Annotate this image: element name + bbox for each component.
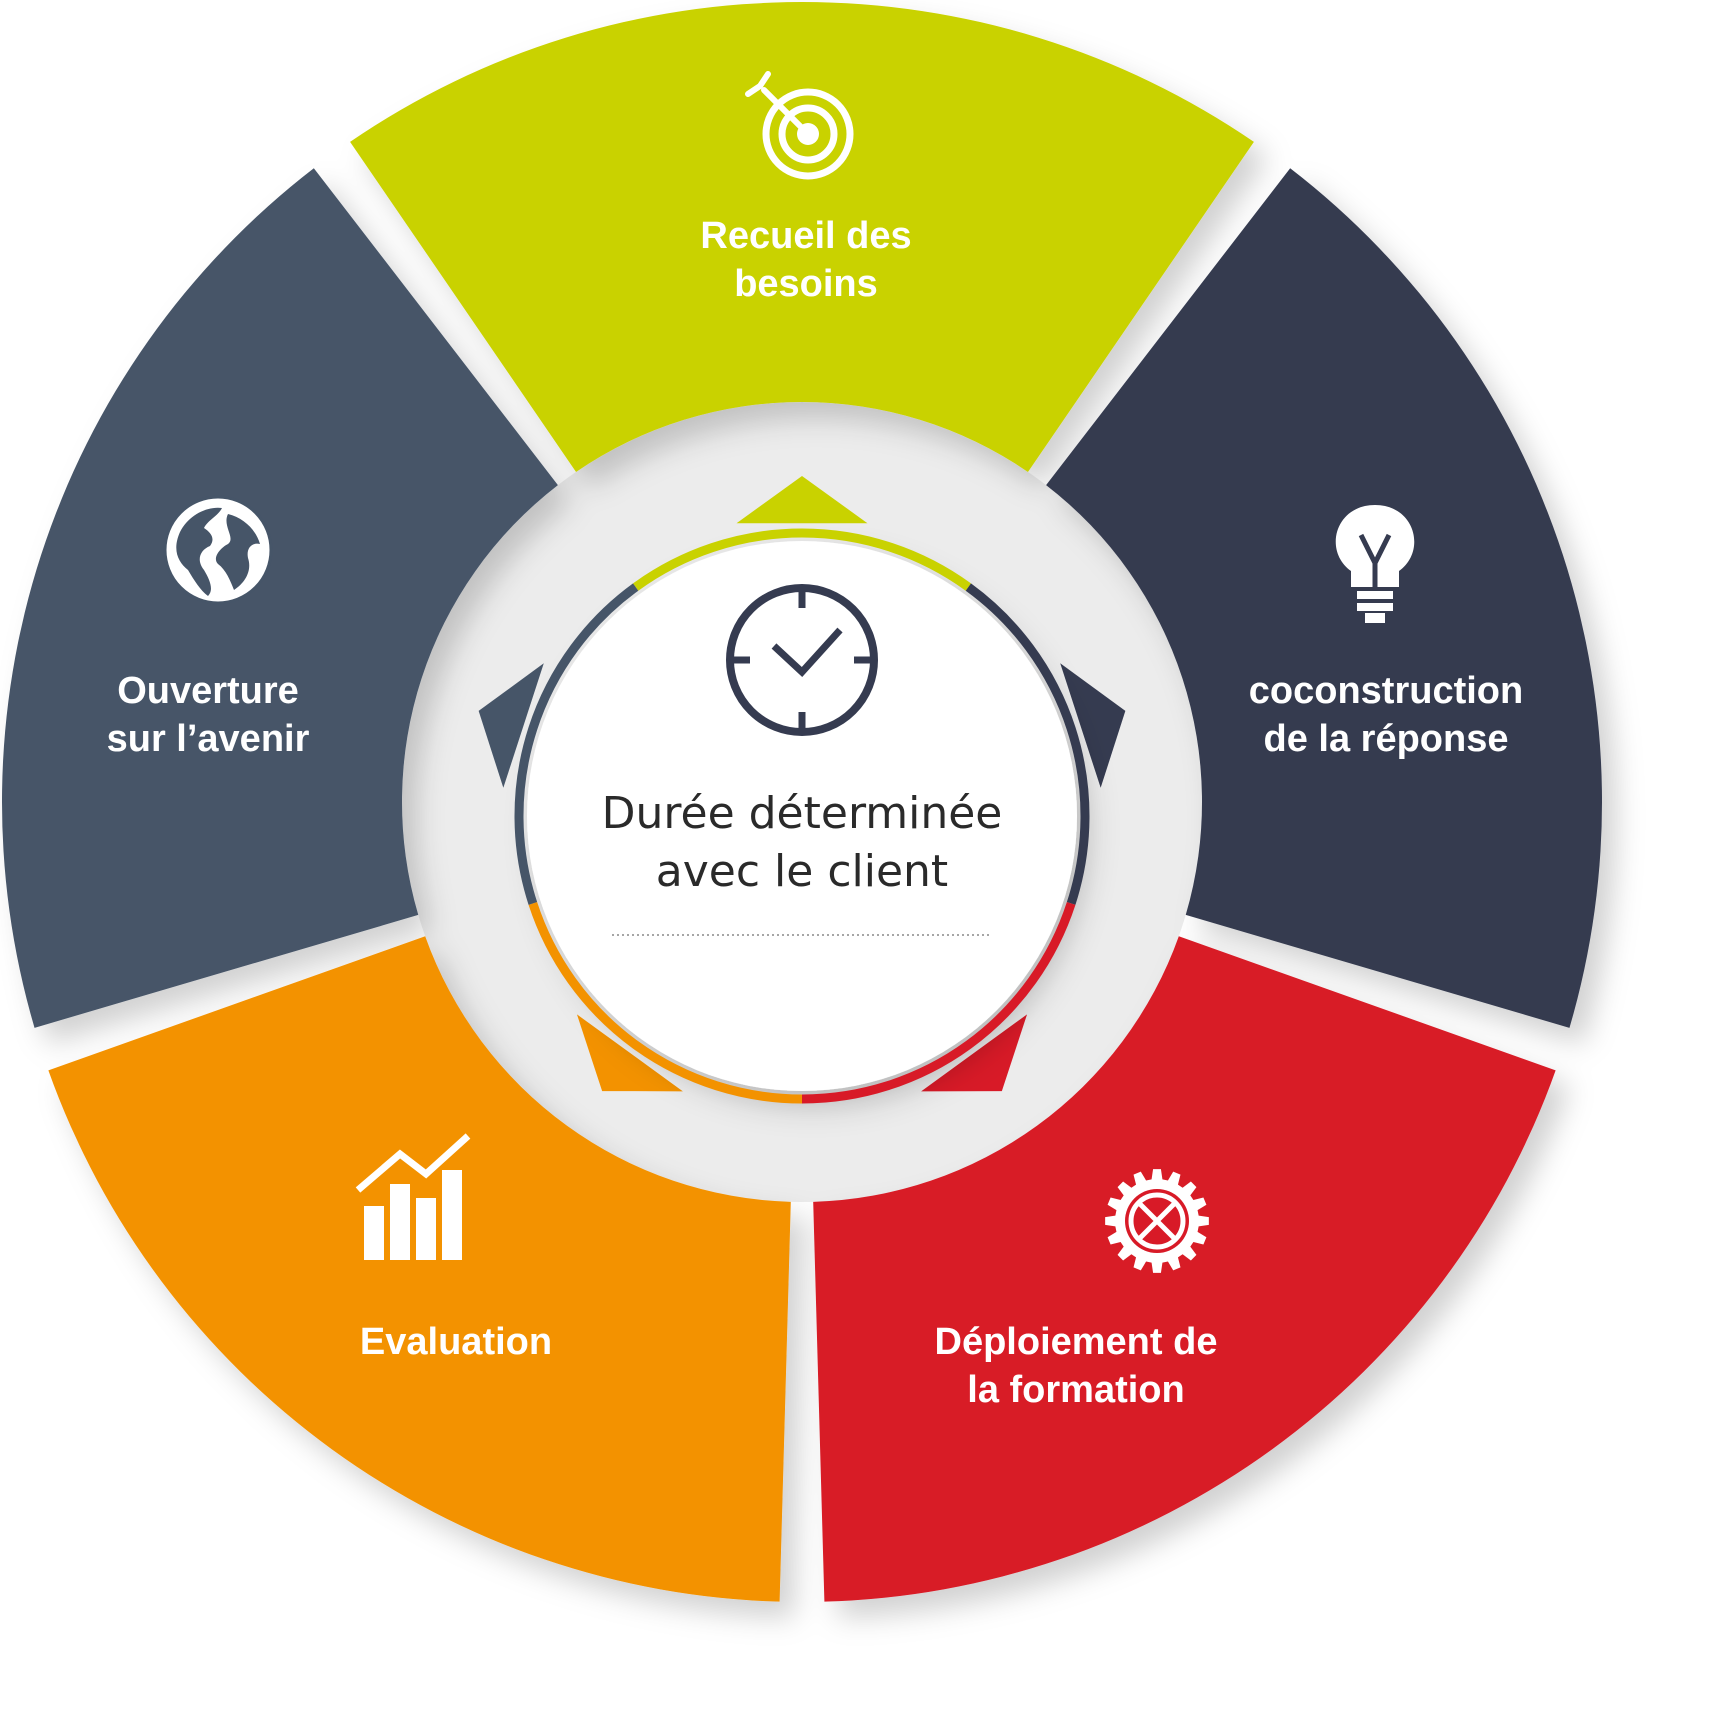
gear-ring (1128, 1192, 1186, 1250)
segment-label-recueil-line1: Recueil des (700, 215, 911, 257)
cycle-ring (2, 2, 1602, 1602)
center-hub (527, 541, 1077, 1091)
gear-spoke-1 (1137, 1201, 1177, 1241)
gear-icon (1105, 1169, 1209, 1273)
rim-arc-recueil (633, 528, 971, 591)
lightbulb-icon (1335, 505, 1415, 623)
segment-label-deploiement-line2: la formation (967, 1369, 1184, 1411)
segment-label-recueil-line2: besoins (734, 263, 878, 305)
globe-icon (163, 495, 273, 605)
star-point-evaluation (576, 1014, 683, 1092)
segment-label-deploiement-line1: Déploiement de (935, 1321, 1218, 1363)
star-point-recueil (736, 476, 868, 524)
center-title-line1: Durée déterminée (602, 788, 1003, 839)
segment-label-ouverture-line2: sur l’avenir (107, 718, 310, 760)
clock-icon (726, 584, 878, 736)
star-point-coconstruction (1060, 663, 1126, 788)
rim-arc-ouverture (514, 583, 639, 905)
center-title-line2: avec le client (656, 846, 948, 897)
rim-arc-coconstruction (965, 583, 1090, 905)
target-icon (745, 71, 854, 180)
bar-chart-icon (355, 1124, 471, 1260)
star-point-ouverture (478, 663, 544, 788)
star-point-deploiement (921, 1014, 1028, 1092)
segment-label-evaluation: Evaluation (360, 1321, 552, 1363)
segment-label-coconstruction-line1: coconstruction (1249, 670, 1523, 712)
inner-star-band (478, 476, 1126, 1092)
rim-arc-evaluation (528, 902, 803, 1104)
segment-coconstruction (1046, 168, 1602, 1028)
segment-deploiement (813, 936, 1556, 1602)
segment-evaluation (48, 936, 791, 1602)
center-hub-rim (514, 528, 1090, 1104)
segment-label-coconstruction-line2: de la réponse (1264, 718, 1509, 760)
segment-recueil (350, 2, 1254, 472)
segment-label-ouverture-line1: Ouverture (117, 670, 299, 712)
segment-ouverture (2, 168, 558, 1028)
rim-arc-deploiement (801, 902, 1076, 1104)
